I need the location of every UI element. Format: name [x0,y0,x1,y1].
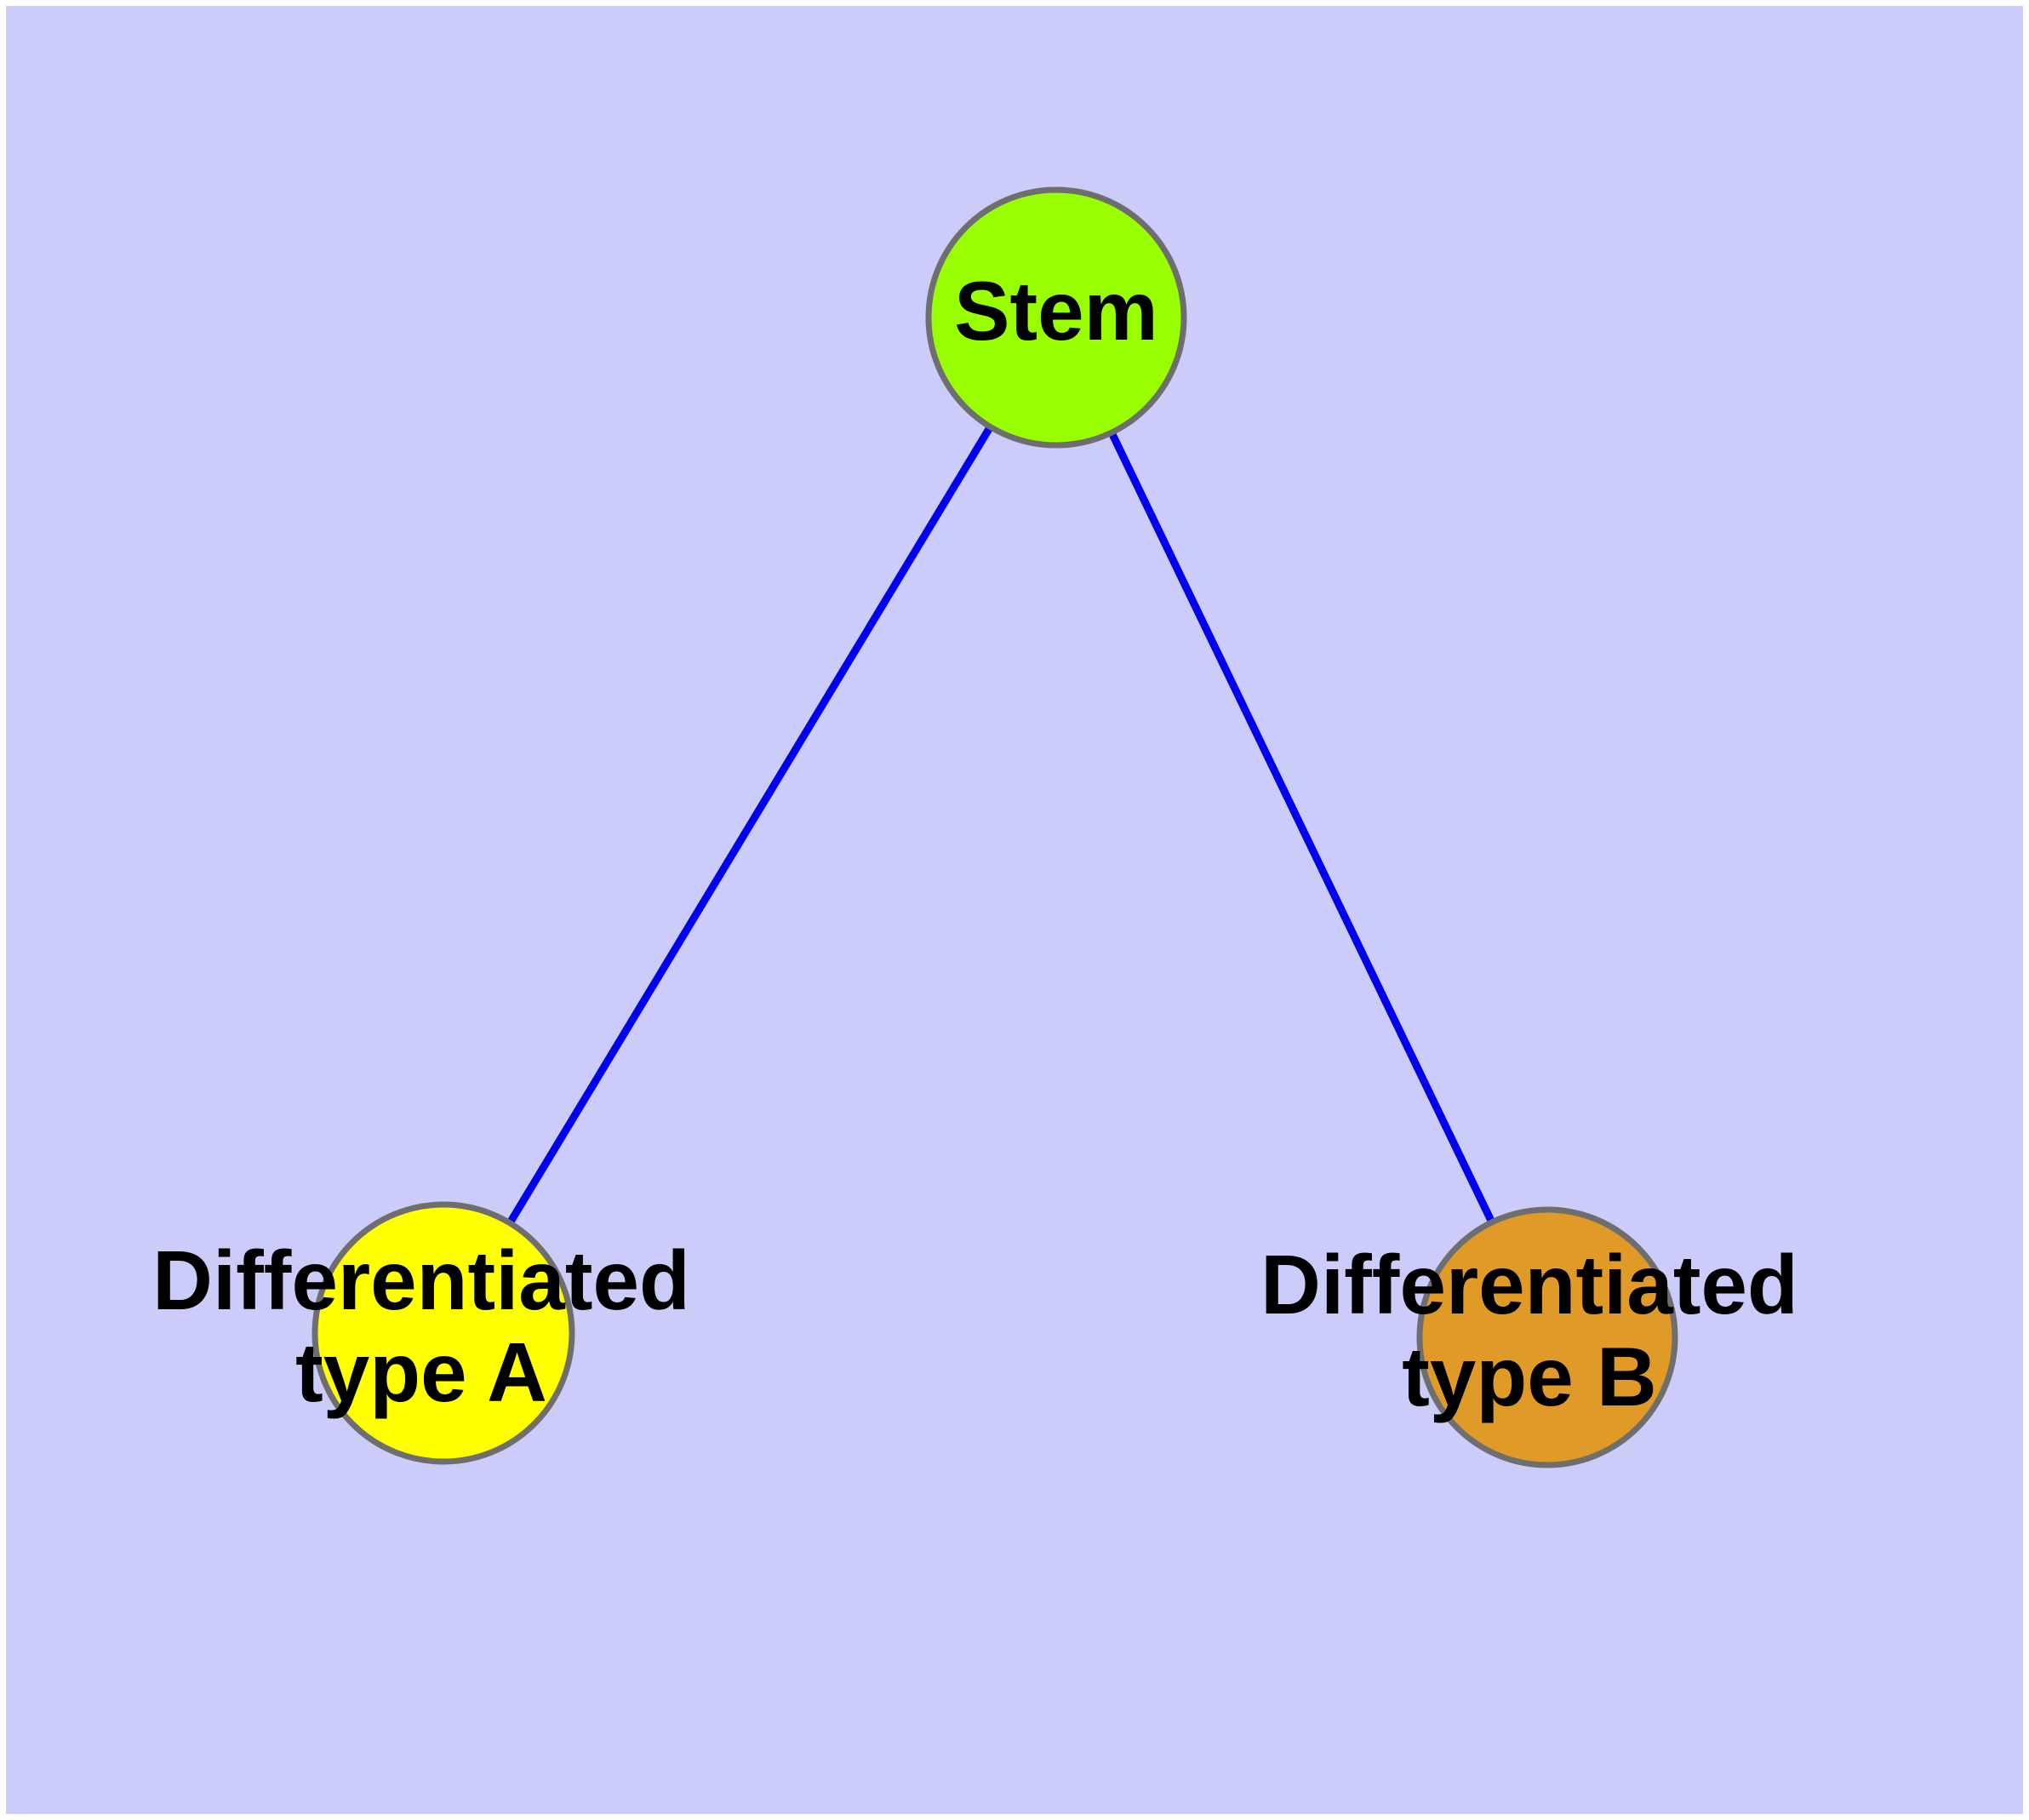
node-label-line: Differentiated [1260,1238,1798,1331]
graph-node-stem[interactable] [925,186,1187,449]
graph-edge-stem-to-diff-b[interactable] [1052,316,1552,1339]
node-label-line: type A [295,1325,547,1419]
node-label-line: type B [1402,1330,1657,1423]
node-label-line: Differentiated [152,1233,690,1327]
graph-node-diff-b[interactable] [1416,1206,1678,1468]
node-label-line: Stem [954,264,1158,358]
nodes-layer [311,186,1678,1468]
graph-edge-stem-to-diff-a[interactable] [440,315,1060,1336]
edges-layer [440,315,1552,1339]
node-label-stem: Stem [954,264,1158,358]
graph-node-diff-a[interactable] [311,1201,575,1465]
